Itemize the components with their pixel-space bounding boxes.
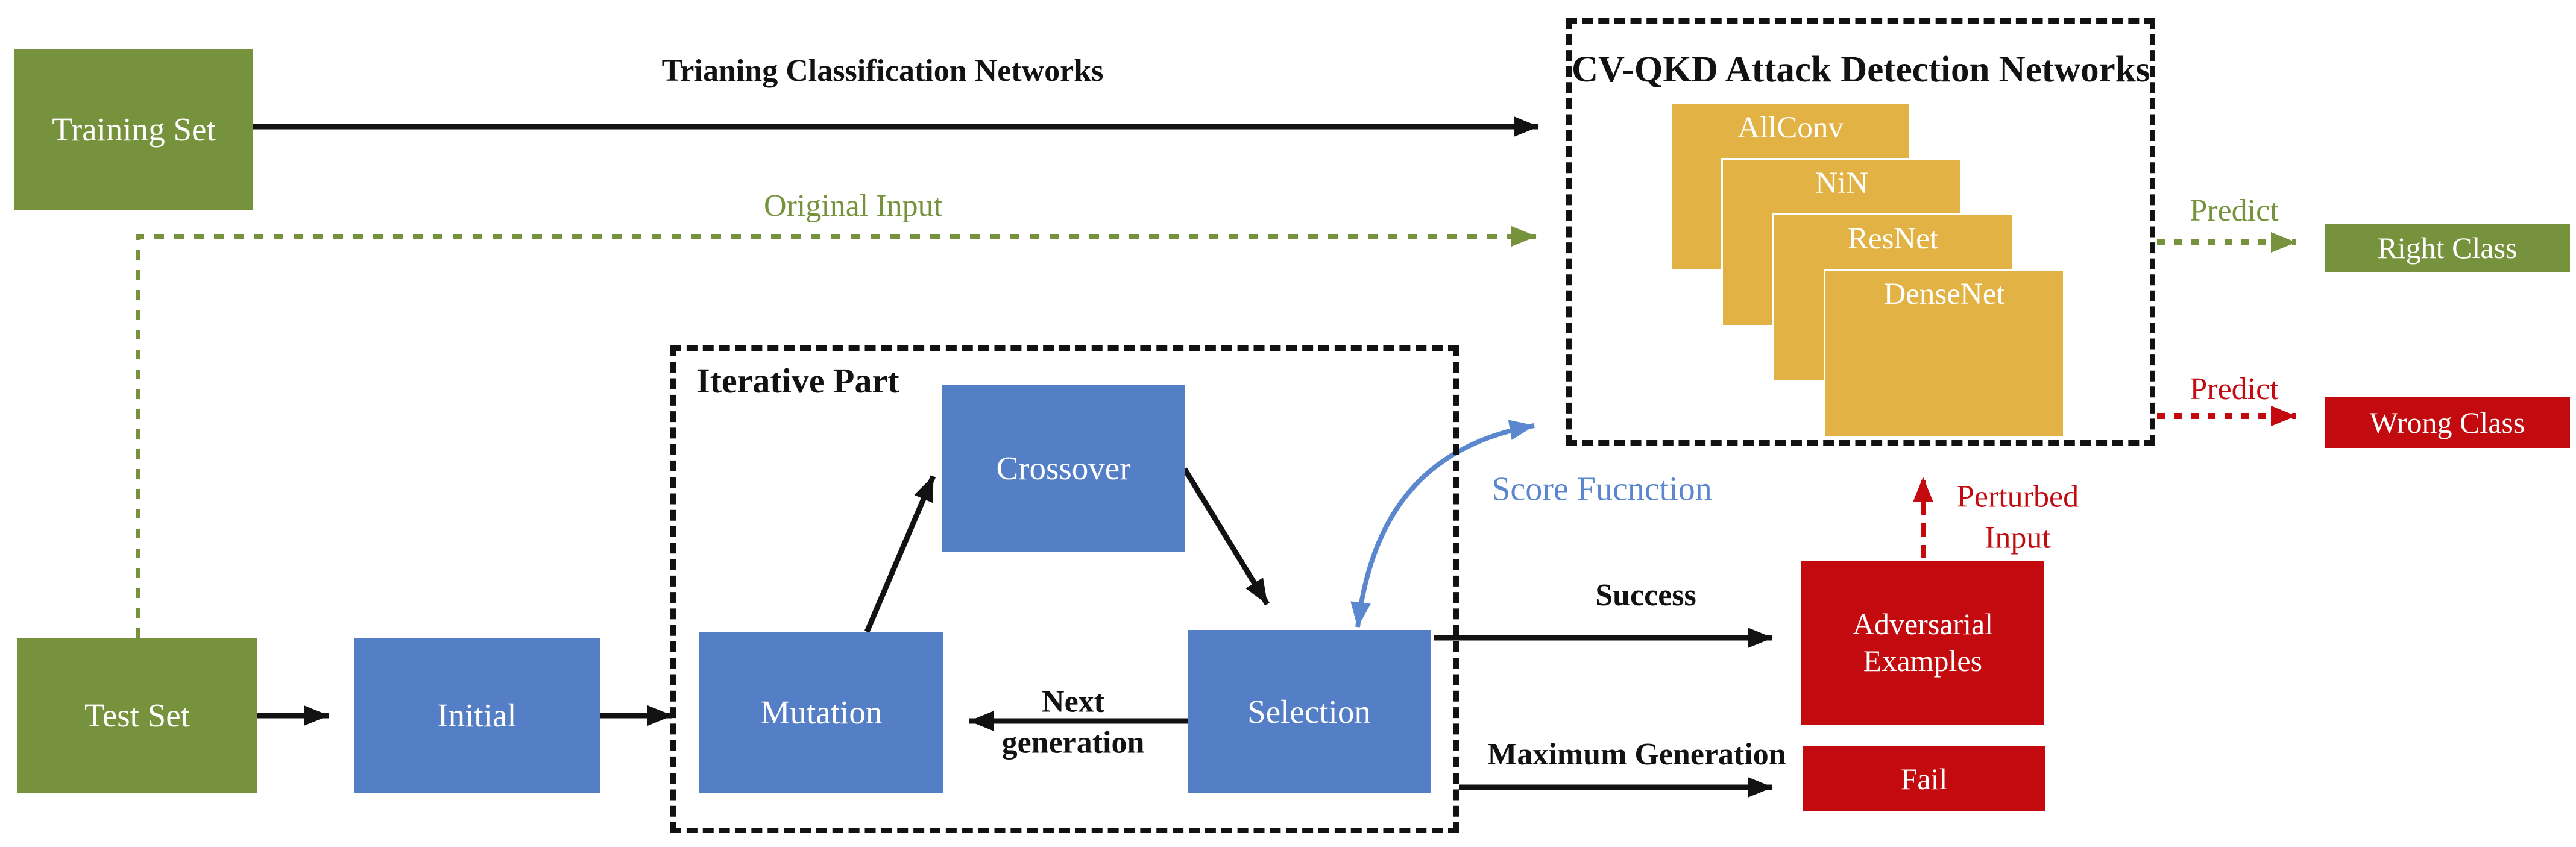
network-card-label: NiN — [1815, 166, 1868, 200]
iterative-part-title: Iterative Part — [696, 361, 899, 400]
node-selection: Selection — [1188, 630, 1431, 793]
node-wrong-class: Wrong Class — [2325, 397, 2570, 448]
label-score-function: Score Fucnction — [1491, 470, 1712, 508]
label-original-input: Original Input — [763, 189, 943, 224]
network-card-densenet: DenseNet — [1824, 269, 2065, 438]
label-success: Success — [1595, 578, 1696, 613]
iterative-part-container: Iterative Part — [670, 345, 1459, 833]
network-card-label: AllConv — [1737, 111, 1844, 145]
node-fail: Fail — [1803, 746, 2045, 811]
node-initial: Initial — [354, 638, 600, 793]
node-crossover: Crossover — [942, 385, 1185, 552]
label-predict-wrong: Predict — [2190, 372, 2279, 407]
label-maximum-generation: Maximum Generation — [1487, 737, 1786, 772]
node-test-set: Test Set — [17, 638, 257, 793]
label-training-classification: Trianing Classification Networks — [661, 54, 1104, 89]
networks-container: CV-QKD Attack Detection Networks — [1566, 18, 2155, 446]
network-card-label: DenseNet — [1883, 277, 2005, 311]
node-adversarial-examples: Adversarial Examples — [1801, 561, 2044, 725]
label-predict-right: Predict — [2190, 194, 2279, 228]
arrow-crossover-to-selection — [1182, 467, 1270, 606]
label-next-generation: Next generation — [1001, 684, 1145, 760]
node-training-set: Training Set — [14, 49, 253, 210]
arrow-score-function — [1350, 420, 1535, 628]
network-card-label: ResNet — [1847, 222, 1939, 256]
node-mutation: Mutation — [699, 632, 943, 793]
arrow-mutation-to-crossover — [864, 475, 936, 633]
networks-container-title: CV-QKD Attack Detection Networks — [1572, 49, 2150, 90]
label-perturbed-input: Perturbed Input — [1956, 479, 2079, 555]
arrow-original-input — [136, 226, 1537, 638]
node-right-class: Right Class — [2325, 224, 2570, 272]
